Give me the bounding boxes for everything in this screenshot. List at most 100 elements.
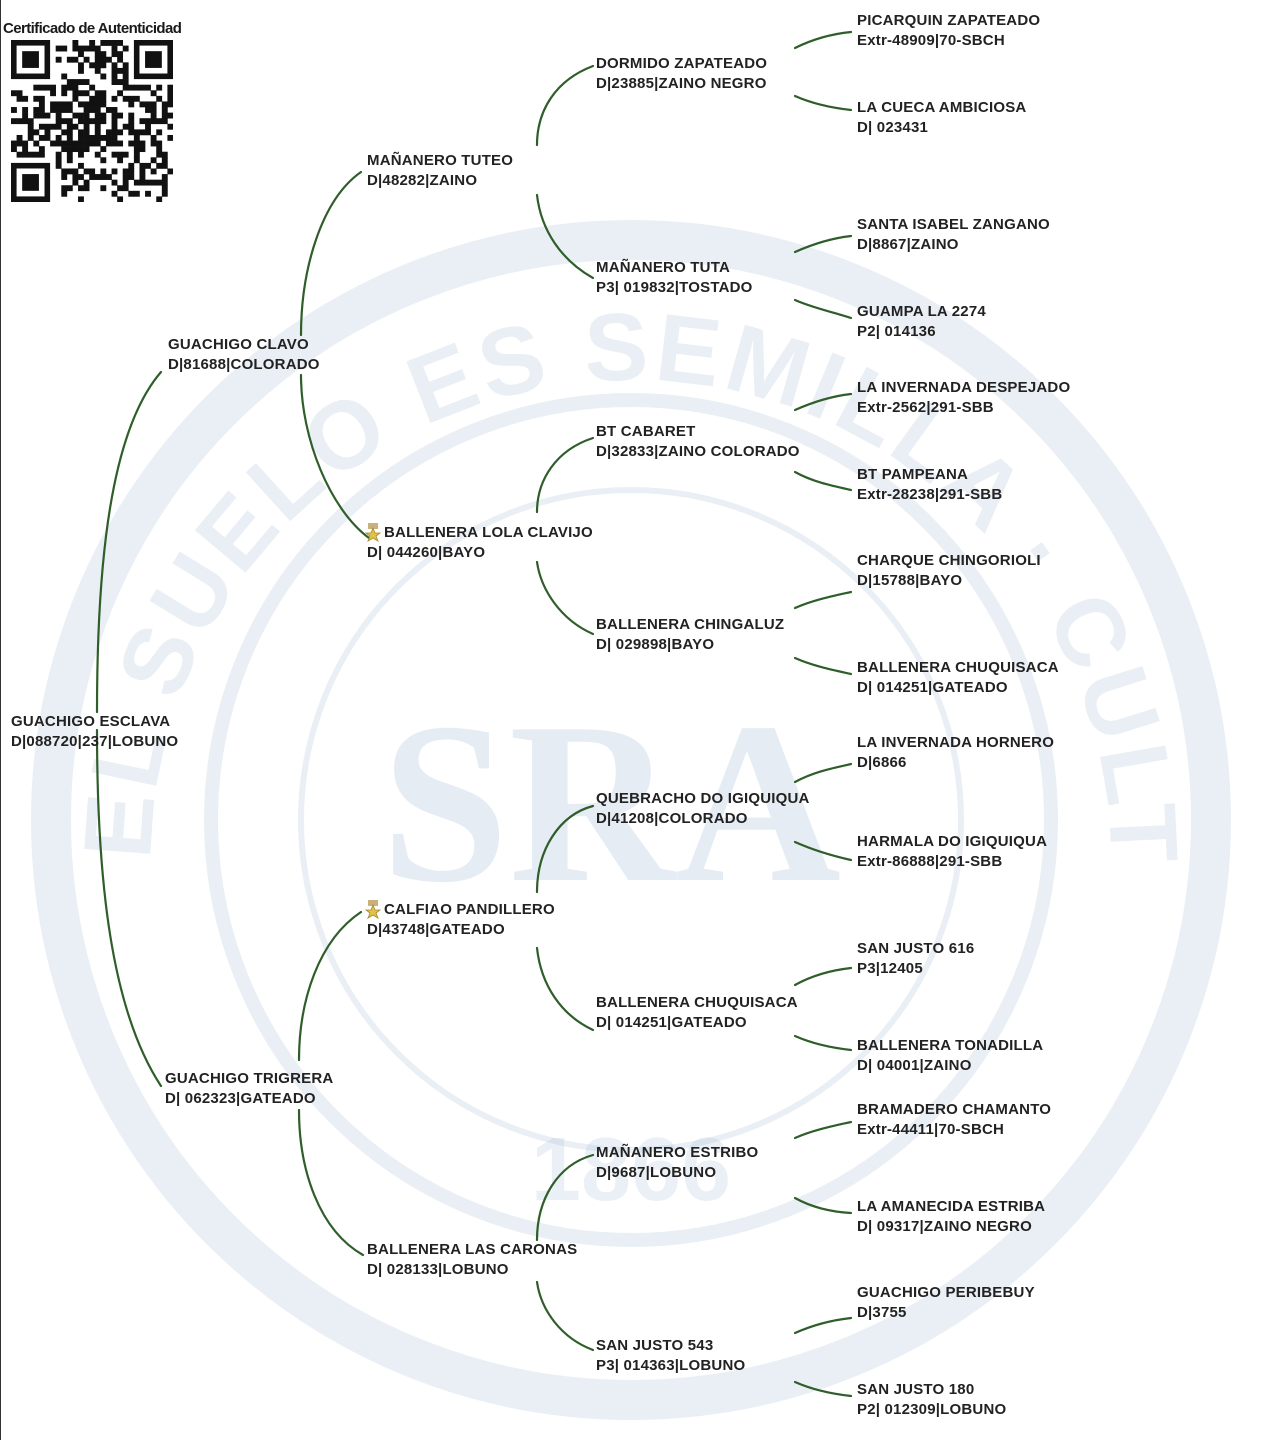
pedigree-sire-sire[interactable]: MAÑANERO TUTEO D|48282|ZAINO [367,151,513,191]
horse-registration: D| 023431 [857,119,929,136]
horse-name: SAN JUSTO 616 [857,940,975,957]
horse-registration: D| 014251|GATEADO [857,679,1008,696]
horse-registration: P2| 012309|LOBUNO [857,1401,1007,1418]
horse-registration: P3|12405 [857,960,923,977]
horse-name: CALFIAO PANDILLERO [384,901,555,918]
horse-registration: D|9687|LOBUNO [596,1164,717,1181]
connector-line [793,1196,853,1215]
pedigree-sire-dam[interactable]: BALLENERA LOLA CLAVIJO D| 044260|BAYO [365,523,593,563]
connector-line [793,966,853,987]
horse-name: SANTA ISABEL ZANGANO [857,216,1050,233]
connector-line [535,1280,595,1352]
pedigree-dds[interactable]: MAÑANERO ESTRIBO D|9687|LOBUNO [596,1143,758,1183]
horse-name: BALLENERA CHUQUISACA [596,994,798,1011]
horse-registration: Extr-48909|70-SBCH [857,32,1005,49]
horse-name: DORMIDO ZAPATEADO [596,55,768,72]
horse-registration: P3| 019832|TOSTADO [596,279,753,296]
horse-name: BALLENERA CHUQUISACA [857,659,1059,676]
connector-line [793,1034,853,1052]
pedigree-dss[interactable]: QUEBRACHO DO IGIQUIQUA D|41208|COLORADO [596,789,810,829]
pedigree-ssss[interactable]: PICARQUIN ZAPATEADO Extr-48909|70-SBCH [857,11,1040,51]
pedigree-root[interactable]: GUACHIGO ESCLAVA D|088720|237|LOBUNO [11,712,178,752]
pedigree-ddd[interactable]: SAN JUSTO 543 P3| 014363|LOBUNO [596,1336,745,1376]
pedigree-dsdd[interactable]: BALLENERA TONADILLA D| 04001|ZAINO [857,1036,1043,1076]
horse-registration: Extr-44411|70-SBCH [857,1121,1005,1138]
connector-line [793,762,853,784]
pedigree-sdd[interactable]: BALLENERA CHINGALUZ D| 029898|BAYO [596,615,784,655]
horse-name: GUACHIGO CLAVO [168,336,309,353]
qr-finder-pattern [145,51,162,68]
pedigree-sdss[interactable]: LA INVERNADA DESPEJADO Extr-2562|291-SBB [857,378,1070,418]
pedigree-dsd[interactable]: BALLENERA CHUQUISACA D| 014251|GATEADO [596,993,798,1033]
horse-name: BALLENERA TONADILLA [857,1037,1044,1054]
connector-line [297,1108,365,1257]
connector-line [535,946,595,1032]
pedigree-dsds[interactable]: SAN JUSTO 616 P3|12405 [857,939,974,979]
connector-line [299,373,371,540]
horse-name: QUEBRACHO DO IGIQUIQUA [596,790,810,807]
connector-line [535,64,595,147]
pedigree-dam[interactable]: GUACHIGO TRIGRERA D| 062323|GATEADO [165,1069,333,1109]
horse-name: LA INVERNADA HORNERO [857,734,1055,751]
pedigree-sds[interactable]: BT CABARET D|32833|ZAINO COLORADO [596,422,800,462]
horse-registration: D|48282|ZAINO [367,172,478,189]
qr-finder-pattern [22,51,39,68]
connector-line [793,392,853,412]
qr-finder-pattern [22,174,39,191]
horse-name: LA INVERNADA DESPEJADO [857,379,1071,396]
horse-name: BT CABARET [596,423,696,440]
pedigree-sire[interactable]: GUACHIGO CLAVO D|81688|COLORADO [168,335,320,375]
pedigree-sdsd[interactable]: BT PAMPEANA Extr-28238|291-SBB [857,465,1002,505]
award-medal-icon [365,523,381,542]
pedigree-dam-dam[interactable]: BALLENERA LAS CARONAS D| 028133|LOBUNO [367,1240,577,1280]
horse-name: BALLENERA CHINGALUZ [596,616,785,633]
horse-name: LA AMANECIDA ESTRIBA [857,1198,1046,1215]
horse-registration: D|32833|ZAINO COLORADO [596,443,800,460]
connector-line [793,234,853,254]
horse-registration: D|6866 [857,754,907,771]
pedigree-sssd[interactable]: LA CUECA AMBICIOSA D| 023431 [857,98,1026,138]
horse-registration: D| 029898|BAYO [596,636,715,653]
pedigree-sdds[interactable]: CHARQUE CHINGORIOLI D|15788|BAYO [857,551,1041,591]
pedigree-dddd[interactable]: SAN JUSTO 180 P2| 012309|LOBUNO [857,1380,1006,1420]
pedigree-ddds[interactable]: GUACHIGO PERIBEBUY D|3755 [857,1283,1035,1323]
horse-name: GUACHIGO TRIGRERA [165,1070,334,1087]
pedigree-sss[interactable]: DORMIDO ZAPATEADO D|23885|ZAINO NEGRO [596,54,767,94]
horse-name: BT PAMPEANA [857,466,969,483]
connector-line [793,1120,853,1140]
connector-line [793,470,853,492]
connector-line [793,30,853,50]
connector-line [297,910,363,1062]
pedigree-dam-sire[interactable]: CALFIAO PANDILLERO D|43748|GATEADO [365,900,555,940]
certificate-label: Certificado de Autenticidad [3,20,182,37]
horse-registration: D|81688|COLORADO [168,356,320,373]
horse-registration: D| 062323|GATEADO [165,1090,316,1107]
horse-registration: P3| 014363|LOBUNO [596,1357,746,1374]
pedigree-ssdd[interactable]: GUAMPA LA 2274 P2| 014136 [857,302,986,342]
qr-code[interactable] [11,40,173,202]
connector-line [793,298,853,320]
connector-line [793,590,853,610]
pedigree-dsss[interactable]: LA INVERNADA HORNERO D|6866 [857,733,1054,773]
horse-name: GUAMPA LA 2274 [857,303,986,320]
pedigree-ssd[interactable]: MAÑANERO TUTA P3| 019832|TOSTADO [596,258,753,298]
pedigree-ddsd[interactable]: LA AMANECIDA ESTRIBA D| 09317|ZAINO NEGR… [857,1197,1045,1237]
horse-registration: D|43748|GATEADO [367,921,505,938]
pedigree-sddd[interactable]: BALLENERA CHUQUISACA D| 014251|GATEADO [857,658,1059,698]
pedigree-ssds[interactable]: SANTA ISABEL ZANGANO D|8867|ZAINO [857,215,1050,255]
horse-registration: D|41208|COLORADO [596,810,748,827]
horse-name: GUACHIGO PERIBEBUY [857,1284,1035,1301]
horse-name: MAÑANERO TUTEO [367,152,514,169]
connector-line [793,94,853,112]
horse-name: LA CUECA AMBICIOSA [857,99,1027,116]
horse-registration: D|088720|237|LOBUNO [11,733,179,750]
pedigree-ddss[interactable]: BRAMADERO CHAMANTO Extr-44411|70-SBCH [857,1100,1051,1140]
horse-registration: D| 04001|ZAINO [857,1057,972,1074]
horse-name: BALLENERA LOLA CLAVIJO [384,524,593,541]
connector-line [95,370,163,714]
pedigree-dssd[interactable]: HARMALA DO IGIQUIQUA Extr-86888|291-SBB [857,832,1047,872]
horse-name: MAÑANERO TUTA [596,259,730,276]
connector-line [535,193,595,280]
horse-name: GUACHIGO ESCLAVA [11,713,171,730]
